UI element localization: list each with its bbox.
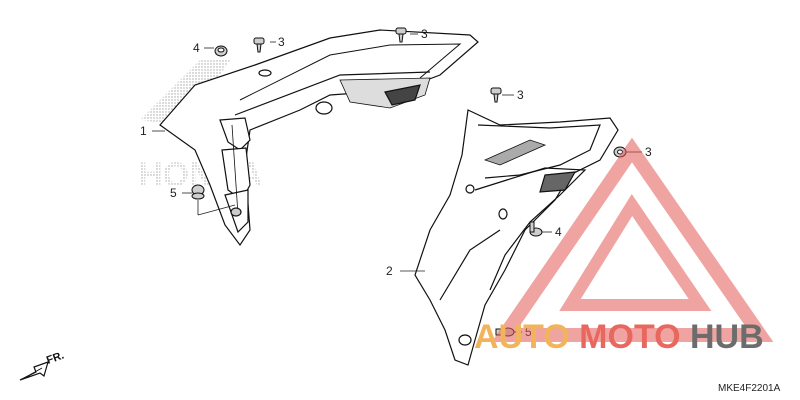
callout-3-top-left: 3	[278, 35, 285, 49]
clip-part-3-top-left	[253, 37, 265, 53]
callout-3-mid: 3	[517, 88, 524, 102]
callout-3-top-right: 3	[421, 27, 428, 41]
watermark-triangle-inner	[559, 193, 712, 311]
front-arrow-icon	[19, 361, 49, 381]
bolt-part-4-right	[529, 221, 543, 237]
watermark-triangle-outer	[491, 137, 774, 342]
clip-part-3-top-right	[395, 27, 407, 43]
front-marker-label: FR.	[45, 349, 66, 366]
radiator-shroud-right	[414, 109, 619, 366]
diagram-code: MKE4F2201A	[718, 383, 781, 394]
watermark-text-hub: HUB	[690, 318, 764, 356]
callout-5-left: 5	[170, 186, 177, 200]
callout-4-top: 4	[193, 41, 200, 55]
radiator-shroud-left	[159, 29, 479, 247]
watermark-text: AUTO MOTO HUB	[474, 318, 764, 356]
callout-4-right: 4	[555, 225, 562, 239]
callout-2: 2	[386, 264, 393, 278]
clip-part-3-mid	[490, 87, 502, 103]
watermark-text-auto: AUTO	[474, 318, 570, 356]
callout-1: 1	[140, 124, 147, 138]
callout-3-right: 3	[645, 145, 652, 159]
automotohub-watermark-logo: AUTO MOTO HUB	[474, 137, 774, 356]
watermark-text-moto: MOTO	[579, 318, 680, 356]
front-direction-marker: FR.	[19, 349, 66, 381]
collar-part-4-top	[214, 45, 228, 57]
collar-part-5-left	[191, 184, 205, 200]
